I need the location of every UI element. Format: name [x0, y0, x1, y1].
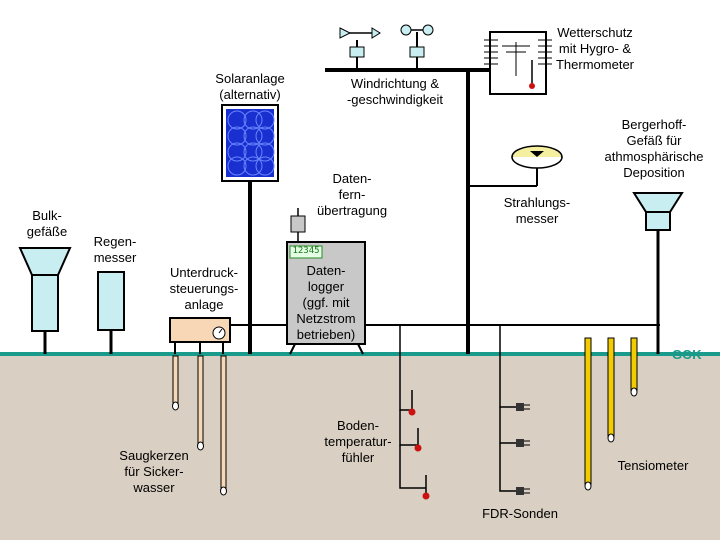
label-data-transmission: Daten- fern- übertragung — [316, 171, 388, 218]
solar-panel — [221, 104, 279, 354]
label-weather-screen: Wetterschutz mit Hygro- & Thermometer — [555, 25, 635, 72]
label-tensiometer: Tensiometer — [617, 458, 689, 473]
radiation-sensor — [468, 145, 563, 187]
suction-cups — [172, 355, 227, 496]
data-logger — [286, 241, 366, 355]
soil-area — [0, 355, 720, 540]
label-rain-gauge: Regen- messer — [93, 234, 137, 265]
soil-temperature-sensors — [408, 390, 430, 500]
soil-temperature-probes — [399, 325, 426, 489]
rain-gauge — [97, 271, 125, 354]
label-wind: Windrichtung & -geschwindigkeit — [346, 76, 444, 107]
ground-surface-line — [0, 352, 720, 356]
tensiometers — [584, 337, 638, 491]
label-suction-cups: Saugkerzen für Sicker- wasser — [119, 448, 189, 495]
bergerhoff-gauge — [632, 192, 684, 354]
label-vacuum-control: Unterdruck- steuerungs- anlage — [169, 265, 239, 312]
logger-display: 12345 — [292, 246, 320, 256]
label-solar: Solaranlage (alternativ) — [215, 71, 285, 102]
data-transmission-unit — [290, 208, 306, 242]
label-soil-temperature: Boden- temperatur- fühler — [324, 418, 392, 465]
weather-screen — [484, 31, 552, 95]
vacuum-control-unit — [169, 317, 231, 354]
label-bulk: Bulk- gefäße — [26, 208, 68, 239]
anemometer — [400, 24, 434, 70]
fdr-probes — [499, 325, 516, 492]
label-fdr: FDR-Sonden — [482, 506, 558, 521]
label-bergerhoff: Bergerhoff- Gefäß für athmosphärische De… — [604, 117, 704, 180]
label-data-logger: Daten- logger (ggf. mit Netzstrom betrie… — [296, 263, 356, 342]
bulk-container — [18, 247, 72, 354]
label-radiation: Strahlungs- messer — [503, 195, 571, 226]
label-gok: GOK — [672, 347, 702, 362]
fdr-sensor-heads — [516, 403, 530, 495]
wind-vane — [339, 27, 381, 70]
